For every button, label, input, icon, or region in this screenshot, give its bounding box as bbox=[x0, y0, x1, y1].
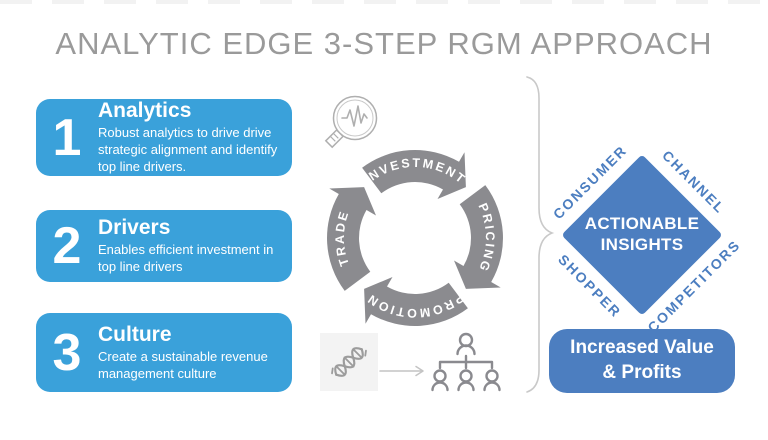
step-description: Robust analytics to drive drive strategi… bbox=[98, 125, 278, 174]
step-description: Enables efficient investment in top line… bbox=[98, 242, 274, 274]
cycle-arrows bbox=[327, 150, 503, 326]
step-box-drivers: 2 Drivers Enables efficient investment i… bbox=[36, 210, 292, 282]
top-edge-artifact bbox=[0, 0, 768, 4]
magnifier-waveform-icon bbox=[324, 95, 378, 149]
page-title: ANALYTIC EDGE 3-STEP RGM APPROACH bbox=[55, 26, 713, 61]
step-title: Analytics bbox=[98, 99, 192, 123]
increased-value-profits-box: Increased Value & Profits bbox=[549, 329, 735, 393]
step-box-analytics: 1 Analytics Robust analytics to drive dr… bbox=[36, 99, 292, 176]
dna-helix-icon bbox=[320, 333, 378, 391]
step-title: Drivers bbox=[98, 216, 171, 240]
step-description: Create a sustainable revenue management … bbox=[98, 348, 268, 381]
curly-brace bbox=[526, 76, 555, 393]
step-number: 3 bbox=[52, 323, 82, 382]
rgm-cycle-diagram: INVESTMENT PRICING PROMOTION TRADE bbox=[327, 150, 503, 326]
step-number: 1 bbox=[52, 108, 82, 167]
step-title: Culture bbox=[98, 322, 172, 346]
arrow-right-icon bbox=[379, 365, 424, 377]
cycle-label-trade: TRADE bbox=[333, 208, 352, 268]
org-chart-icon bbox=[431, 332, 501, 392]
step-number: 2 bbox=[52, 217, 82, 275]
step-box-culture: 3 Culture Create a sustainable revenue m… bbox=[36, 313, 292, 392]
actionable-insights-label: ACTIONABLE INSIGHTS bbox=[584, 214, 700, 255]
